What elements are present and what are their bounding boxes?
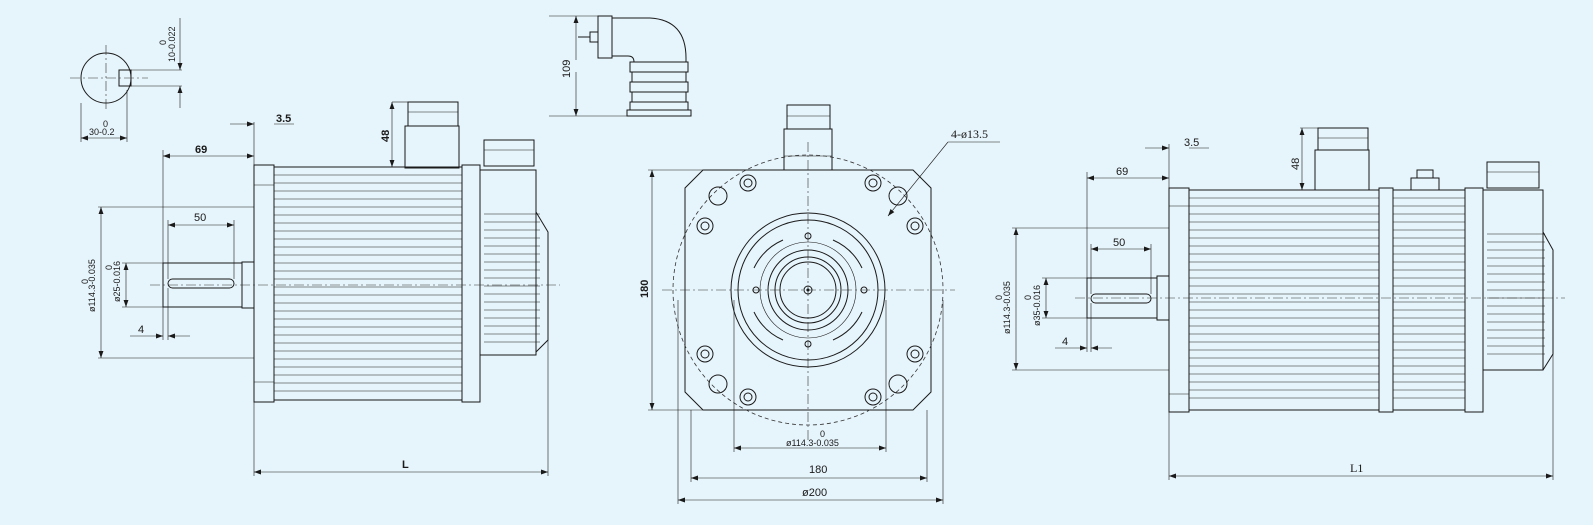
key-offset-label: 4 xyxy=(138,324,144,336)
body-fins-rear xyxy=(1393,197,1465,399)
right-key-length-label: 50 xyxy=(1113,237,1125,249)
key-length-label: 50 xyxy=(194,212,206,224)
front-pilot-zero: 0 xyxy=(820,429,825,439)
left-side-view: 3.5 69 48 50 0 ø114.3-0.035 0 ø25-0.016 … xyxy=(80,101,560,476)
right-shaft-length-label: 69 xyxy=(1116,166,1128,178)
shaft-width-label: 30-0.2 xyxy=(89,127,115,137)
connector-detail-view: 109 xyxy=(549,15,692,117)
front-pilot-label: ø114.3-0.035 xyxy=(786,438,839,448)
right-pilot-label: ø114.3-0.035 xyxy=(1002,281,1012,334)
right-key-offset-label: 4 xyxy=(1062,336,1068,348)
body-fins-front xyxy=(1189,197,1379,399)
shaft-key-section: 0 10-0.022 0 30-0.2 xyxy=(70,18,183,142)
right-pilot-zero: 0 xyxy=(994,295,1004,300)
right-flange-thickness-label: 3.5 xyxy=(1184,137,1199,149)
flange-height-label: 180 xyxy=(639,280,651,298)
mounting-holes xyxy=(696,174,924,406)
shaft-dia-zero: 0 xyxy=(104,265,114,270)
right-connector-height-label: 48 xyxy=(1290,158,1302,170)
front-flange-view: 4-ø13.5 180 0 ø114.3-0.035 180 ø200 xyxy=(639,104,1000,504)
pilot-dia-label: ø114.3-0.035 xyxy=(87,259,97,312)
pcd-label: ø200 xyxy=(802,487,827,499)
connector-height-label: 109 xyxy=(561,60,573,78)
right-overall-length-label: L1 xyxy=(1350,461,1363,475)
flange-width-label: 180 xyxy=(809,464,827,476)
shaft-dia-label: ø25-0.016 xyxy=(112,261,122,302)
right-shaft-label: ø35-0.016 xyxy=(1032,285,1042,326)
right-encoder-fins xyxy=(1487,233,1545,355)
shaft-width-zero: 0 xyxy=(103,119,108,129)
key-width-label: 10-0.022 xyxy=(167,26,177,62)
shaft-length-label: 69 xyxy=(195,144,207,156)
pilot-dia-zero: 0 xyxy=(80,279,90,284)
right-side-view: 3.5 69 48 50 0 ø114.3-0.035 0 ø35-0.016 … xyxy=(994,127,1565,480)
connector-height-label: 48 xyxy=(380,130,392,142)
right-shaft-zero: 0 xyxy=(1023,295,1033,300)
overall-length-label: L xyxy=(402,459,409,471)
flange-thickness-label: 3.5 xyxy=(276,113,291,125)
cooling-fins xyxy=(274,174,462,392)
mounting-holes-label: 4-ø13.5 xyxy=(951,127,988,141)
key-width-zero: 0 xyxy=(158,40,168,45)
encoder-fins xyxy=(484,213,540,343)
